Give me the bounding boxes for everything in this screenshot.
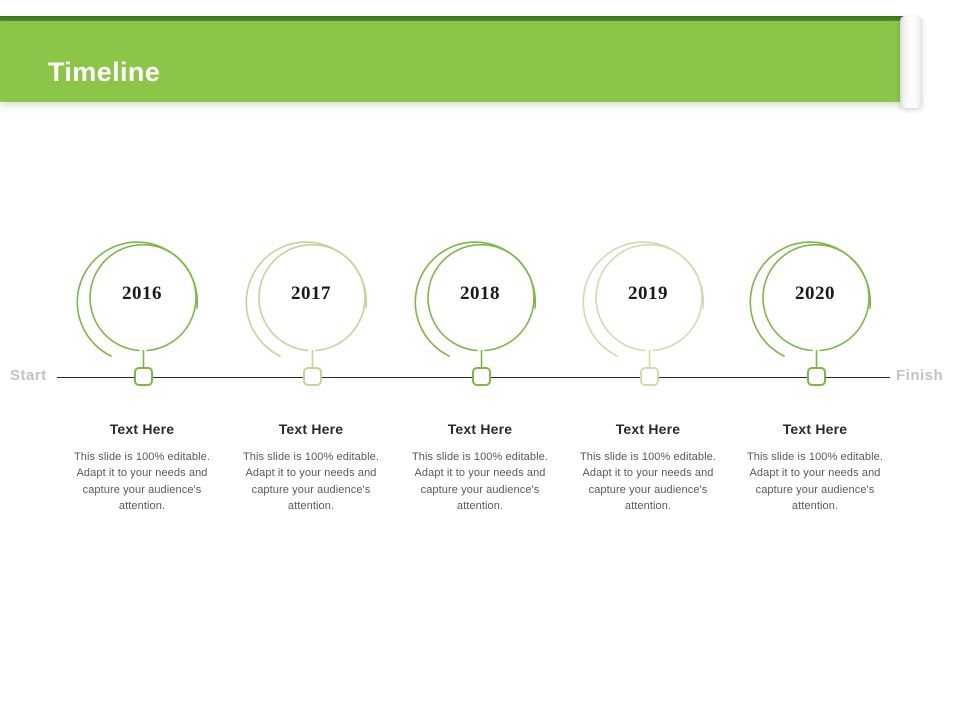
timeline-node-2016[interactable]: 2016 Text Here This slide is 100% editab… [74, 232, 210, 522]
year-ring-2016: 2016 [76, 232, 207, 386]
node-heading: Text Here [782, 421, 848, 437]
timeline-node-2017[interactable]: 2017 Text Here This slide is 100% editab… [243, 232, 379, 522]
spiral-ring-icon [245, 241, 368, 386]
spiral-ring-icon [582, 241, 705, 386]
node-copy: Text Here This slide is 100% editable. A… [400, 422, 560, 514]
node-copy: Text Here This slide is 100% editable. A… [62, 422, 222, 514]
year-ring-2020: 2020 [749, 232, 880, 386]
year-label: 2018 [460, 283, 500, 304]
node-body-text: This slide is 100% editable. Adapt it to… [73, 451, 211, 512]
timeline-node-2019[interactable]: 2019 Text Here This slide is 100% editab… [580, 232, 716, 522]
year-label: 2016 [122, 283, 162, 304]
spiral-ring-icon [76, 241, 199, 386]
node-body-text: This slide is 100% editable. Adapt it to… [411, 451, 549, 512]
banner-top-edge [0, 16, 910, 21]
node-heading: Text Here [615, 421, 681, 437]
banner-rolled-edge [900, 16, 922, 108]
banner-body: Timeline [0, 21, 910, 102]
node-copy: Text Here This slide is 100% editable. A… [231, 422, 391, 514]
node-copy: Text Here This slide is 100% editable. A… [735, 422, 895, 514]
year-label: 2020 [795, 283, 835, 304]
header-banner: Timeline [0, 16, 910, 102]
node-heading: Text Here [109, 421, 175, 437]
timeline-start-label: Start [10, 367, 47, 384]
year-ring-2018: 2018 [414, 232, 545, 386]
node-body-text: This slide is 100% editable. Adapt it to… [242, 451, 380, 512]
timeline-node-2018[interactable]: 2018 Text Here This slide is 100% editab… [412, 232, 548, 522]
year-ring-2017: 2017 [245, 232, 376, 386]
timeline-node-2020[interactable]: 2020 Text Here This slide is 100% editab… [747, 232, 883, 522]
node-heading: Text Here [278, 421, 344, 437]
node-body-text: This slide is 100% editable. Adapt it to… [746, 451, 884, 512]
spiral-ring-icon [414, 241, 537, 386]
year-label: 2019 [628, 283, 668, 304]
node-copy: Text Here This slide is 100% editable. A… [568, 422, 728, 514]
spiral-ring-icon [749, 241, 872, 386]
node-heading: Text Here [447, 421, 513, 437]
year-label: 2017 [291, 283, 331, 304]
node-body-text: This slide is 100% editable. Adapt it to… [579, 451, 717, 512]
timeline-finish-label: Finish [896, 367, 944, 384]
page-title: Timeline [48, 57, 161, 87]
year-ring-2019: 2019 [582, 232, 713, 386]
